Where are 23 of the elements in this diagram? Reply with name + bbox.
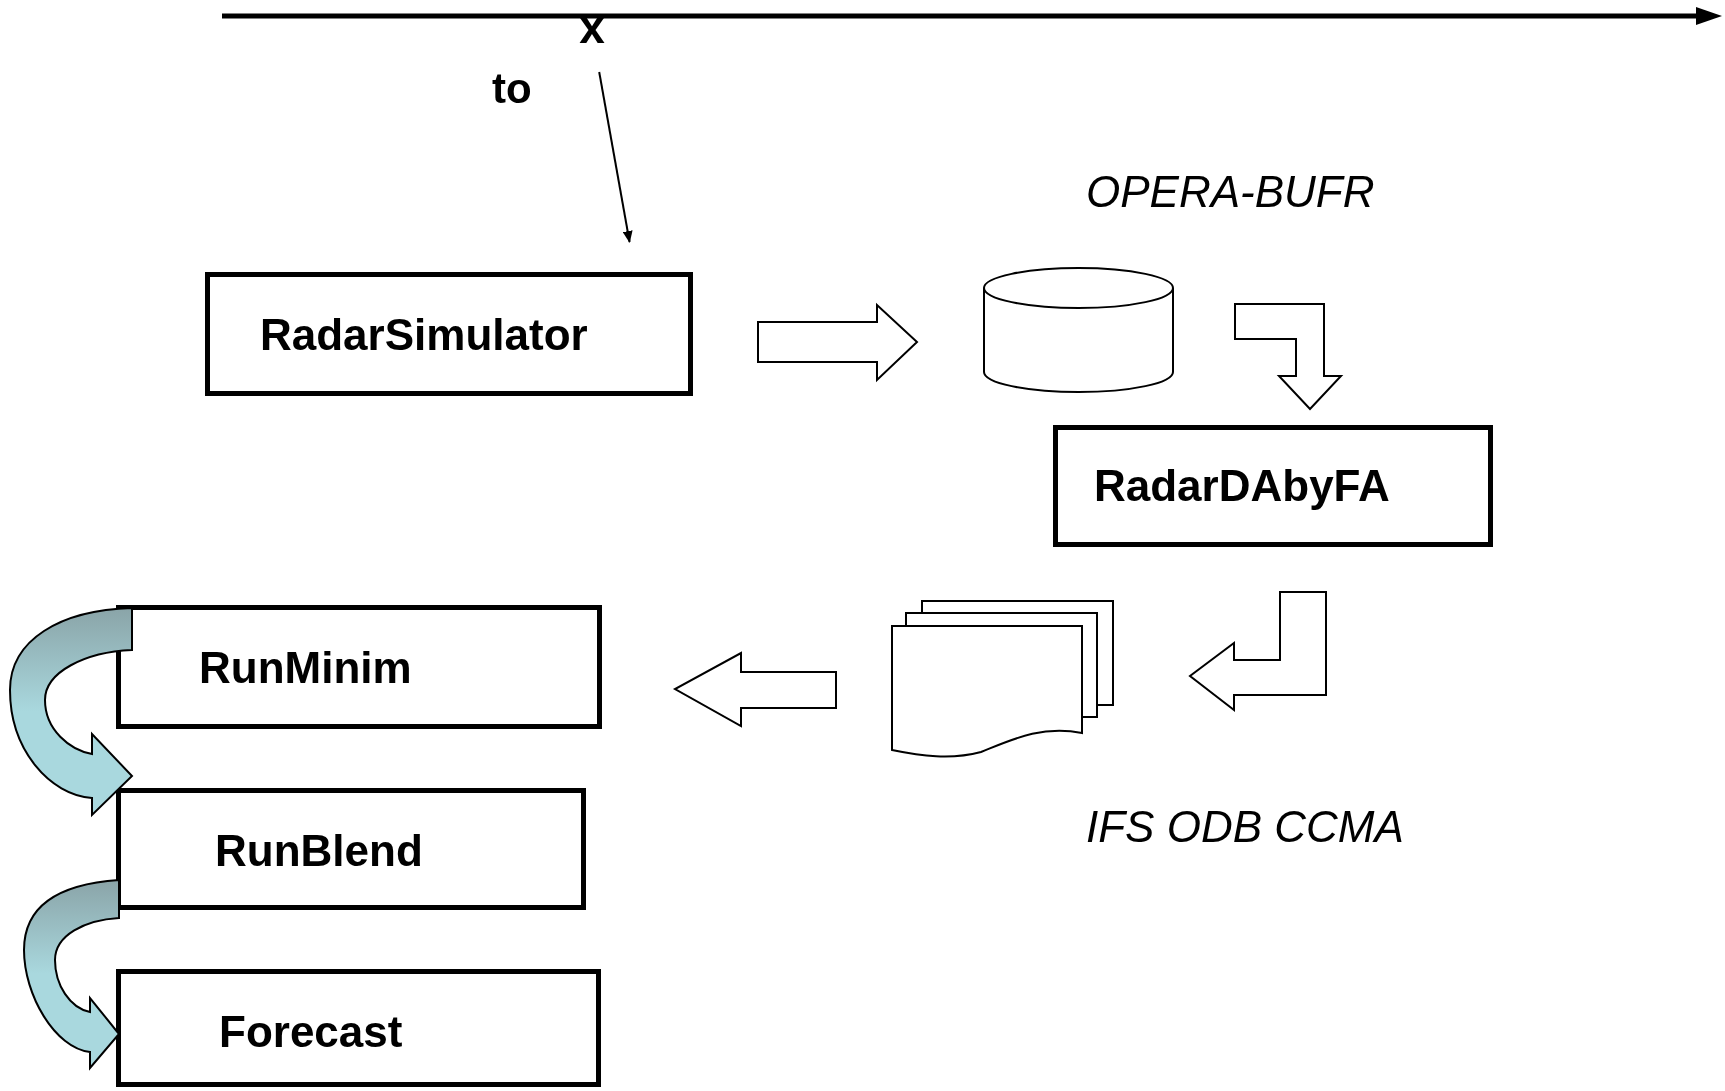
process-box [205, 272, 693, 396]
curved-block-arrow [9, 607, 133, 816]
block-arrow [757, 302, 919, 383]
box-label: RadarDAbyFA [1094, 464, 1390, 508]
box-label: Forecast [219, 1010, 403, 1054]
format-label: OPERA-BUFR [1086, 170, 1375, 214]
axis-mark: x [574, 4, 610, 56]
process-box [1053, 425, 1493, 547]
block-arrow [1234, 303, 1344, 411]
process-box [116, 605, 602, 729]
block-arrow [1188, 591, 1327, 713]
database-cylinder [982, 266, 1175, 394]
document-stack-icon [891, 600, 1114, 760]
process-box [116, 788, 586, 910]
curved-block-arrow [23, 879, 120, 1069]
box-label: RadarSimulator [260, 313, 588, 357]
box-label: RunMinim [199, 646, 412, 690]
format-label: IFS ODB CCMA [1086, 805, 1404, 849]
process-box [116, 969, 601, 1087]
arrow [598, 71, 633, 243]
axis-label: to [492, 68, 532, 110]
block-arrow [672, 651, 837, 728]
box-label: RunBlend [215, 829, 423, 873]
